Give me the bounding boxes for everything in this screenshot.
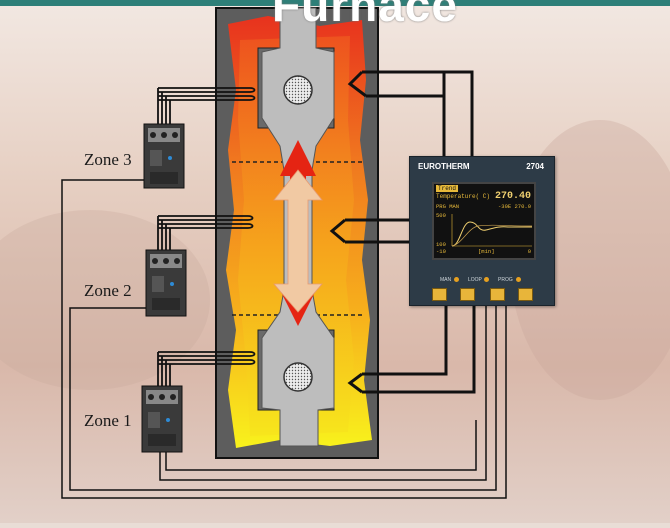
screen-y-max: 500 (436, 212, 446, 219)
screen-tab: Trend (436, 185, 459, 192)
screen-param: Temperature( C) (436, 193, 491, 200)
screen-y-min: 100 (436, 241, 446, 248)
zone-1-label: Zone 1 (84, 411, 132, 430)
down-button[interactable] (490, 288, 505, 301)
screen-x-left: -10 (436, 248, 446, 255)
label-man: MAN (440, 277, 452, 283)
strain-arrow (273, 169, 323, 313)
controller-brand: EUROTHERM (418, 162, 470, 171)
scroll-button[interactable] (460, 288, 475, 301)
screen-line2-left: PRG MAN (436, 203, 460, 210)
power-module-zone-2 (145, 249, 187, 317)
page-button[interactable] (432, 288, 447, 301)
zone-2-label: Zone 2 (84, 281, 132, 300)
trend-plot (451, 214, 533, 247)
lower-pin (283, 362, 313, 392)
upper-pin (283, 75, 313, 105)
man-led-icon (454, 277, 459, 282)
controller-screen: Trend Temperature( C) 270.40 PRG MAN -30… (432, 182, 536, 260)
label-prog: PROG (498, 277, 513, 283)
label-loop: LOOP (468, 277, 482, 283)
screen-line2-right: -30E 270.0 (497, 203, 531, 210)
screen-x-mid: [min] (478, 248, 495, 255)
thermocouple-wires (329, 70, 476, 394)
controller-model: 2704 (526, 162, 544, 171)
screen-x-right: 0 (527, 248, 531, 255)
top-band (0, 0, 670, 6)
temperature-controller: EUROTHERM 2704 Trend Temperature( C) 270… (409, 156, 555, 306)
power-module-zone-1 (141, 385, 183, 453)
up-button[interactable] (518, 288, 533, 301)
heater-coils (157, 87, 256, 386)
power-module-zone-3 (143, 123, 185, 189)
diagram-title: Furnace (272, 0, 458, 31)
zone-3-label: Zone 3 (84, 150, 132, 169)
loop-led-icon (484, 277, 489, 282)
prog-led-icon (516, 277, 521, 282)
control-wiring (61, 179, 507, 499)
screen-value: 270.40 (494, 191, 531, 202)
